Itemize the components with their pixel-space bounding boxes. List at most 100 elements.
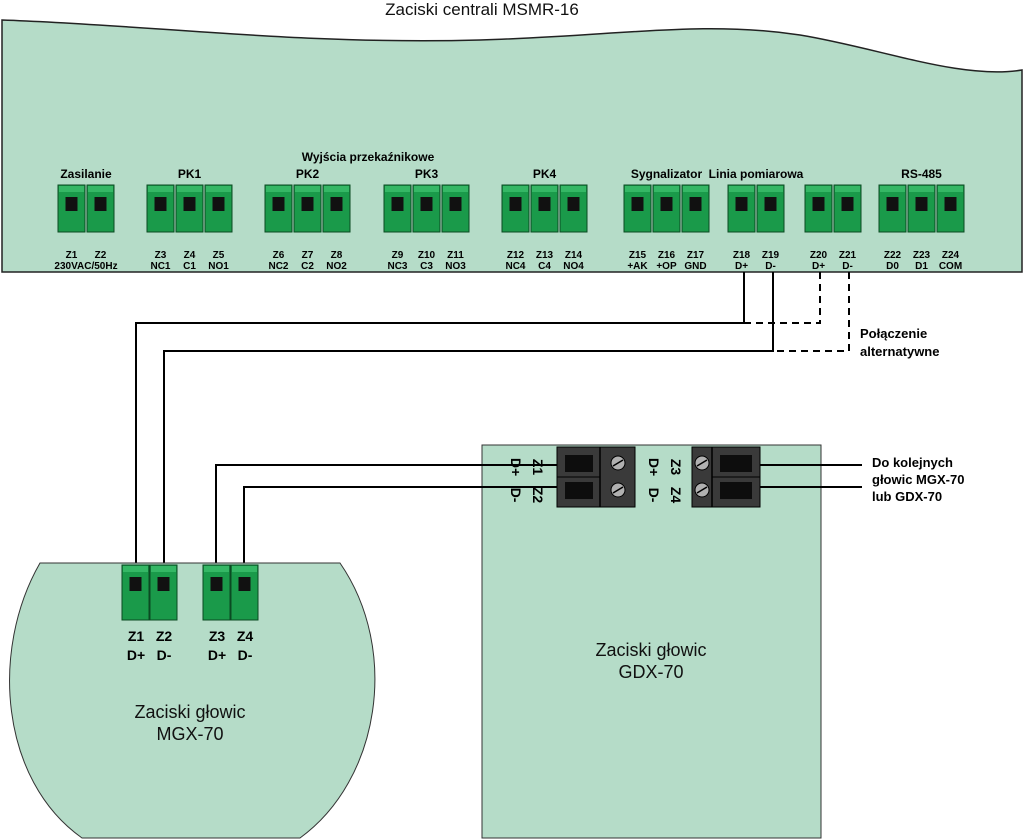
wire-gdx-dplus <box>215 464 560 568</box>
terminal-signal-z21: D- <box>842 261 853 272</box>
wire-main-dplus <box>135 272 745 568</box>
terminal-number-z11: Z11 <box>447 250 464 261</box>
terminal-signal-z3: NC1 <box>150 261 170 272</box>
gdx-label-dminus: D- <box>508 488 524 503</box>
gdx-label-z4: Z4 <box>668 487 684 504</box>
gdx-title-1: Zaciski głowic <box>595 640 706 660</box>
gdx-label-z1: Z1 <box>530 459 546 476</box>
terminal-signal-z12: NC4 <box>505 261 525 272</box>
terminal-number-z1: Z1 <box>66 250 78 261</box>
terminal-number-z6: Z6 <box>273 250 285 261</box>
terminal-number-z8: Z8 <box>331 250 343 261</box>
mgx-terminal-number-z4: Z4 <box>237 628 254 644</box>
group-label-2: PK2 <box>296 167 320 181</box>
terminal-signal-z9: NC3 <box>387 261 407 272</box>
mgx-title-2: MGX-70 <box>156 724 223 744</box>
terminal-number-z10: Z10 <box>418 250 436 261</box>
gdx-label-dplus: D+ <box>508 458 524 476</box>
mgx-terminal-z3 <box>202 564 231 621</box>
alt-connection-label-2: alternatywne <box>860 344 939 359</box>
next-heads-label-3: lub GDX-70 <box>872 489 942 504</box>
gdx-label-z2: Z2 <box>530 487 546 504</box>
mgx-terminal-z4 <box>230 564 259 621</box>
terminal-signal-z10: C3 <box>420 261 433 272</box>
group-label-1: PK1 <box>178 167 202 181</box>
relay-section-label: Wyjścia przekaźnikowe <box>302 150 435 164</box>
terminal-number-z15: Z15 <box>629 250 647 261</box>
main-wires <box>135 272 774 568</box>
terminal-number-z19: Z19 <box>762 250 780 261</box>
mgx-terminals: Z1D+Z2D-Z3D+Z4D- <box>121 564 259 663</box>
terminal-z15 <box>623 184 652 233</box>
terminal-z5 <box>204 184 233 233</box>
msmr-panel <box>1 19 1023 273</box>
alt-wires <box>744 272 850 352</box>
terminal-number-z16: Z16 <box>658 250 676 261</box>
terminal-z7 <box>293 184 322 233</box>
terminal-number-z24: Z24 <box>942 250 960 261</box>
next-heads-label-2: głowic MGX-70 <box>872 472 964 487</box>
terminal-signal-z18: D+ <box>735 261 748 272</box>
group-label-0: Zasilanie <box>60 167 112 181</box>
mgx-terminal-number-z1: Z1 <box>128 628 145 644</box>
group-label-3: PK3 <box>415 167 439 181</box>
terminal-number-z21: Z21 <box>839 250 857 261</box>
terminal-number-z9: Z9 <box>392 250 404 261</box>
terminal-z22 <box>878 184 907 233</box>
terminal-z13 <box>530 184 559 233</box>
terminal-z11 <box>441 184 470 233</box>
mgx-title-1: Zaciski głowic <box>134 702 245 722</box>
terminal-signal-z15: +AK <box>627 261 648 272</box>
alt-connection-label-1: Połączenie <box>860 326 927 341</box>
mgx-panel <box>9 562 376 839</box>
terminal-z3 <box>146 184 175 233</box>
group-signal-0: 230VAC/50Hz <box>54 261 117 272</box>
terminal-signal-z20: D+ <box>812 261 825 272</box>
terminal-z9 <box>383 184 412 233</box>
mgx-terminal-z1 <box>121 564 150 621</box>
gdx-label-z3: Z3 <box>668 459 684 476</box>
wire-alt-dminus <box>773 272 850 352</box>
terminal-signal-z19: D- <box>765 261 776 272</box>
terminal-z19 <box>756 184 785 233</box>
terminal-number-z18: Z18 <box>733 250 751 261</box>
group-label-8: RS-485 <box>901 167 942 181</box>
terminal-signal-z8: NO2 <box>326 261 347 272</box>
mgx-terminal-number-z3: Z3 <box>209 628 226 644</box>
terminal-number-z23: Z23 <box>913 250 931 261</box>
terminal-number-z2: Z2 <box>95 250 107 261</box>
terminal-signal-z13: C4 <box>538 261 551 272</box>
terminal-signal-z16: +OP <box>656 261 677 272</box>
terminal-number-z3: Z3 <box>155 250 167 261</box>
mgx-terminal-signal-z2: D- <box>157 647 172 663</box>
gdx-panel <box>481 444 822 839</box>
terminal-z23 <box>907 184 936 233</box>
mgx-gdx-wires <box>215 464 560 568</box>
terminal-number-z5: Z5 <box>213 250 225 261</box>
terminal-number-z20: Z20 <box>810 250 828 261</box>
terminal-z1 <box>57 184 86 233</box>
gdx-label-dplus-2: D+ <box>646 458 662 476</box>
terminal-z8 <box>322 184 351 233</box>
terminal-signal-z23: D1 <box>915 261 928 272</box>
terminal-signal-z24: COM <box>939 261 962 272</box>
group-label-4: PK4 <box>533 167 557 181</box>
panel-title: Zaciski centrali MSMR-16 <box>385 0 579 19</box>
terminal-number-z22: Z22 <box>884 250 902 261</box>
terminal-z6 <box>264 184 293 233</box>
gdx-title-2: GDX-70 <box>618 662 683 682</box>
terminal-z16 <box>652 184 681 233</box>
terminal-number-z7: Z7 <box>302 250 314 261</box>
group-label-5: Sygnalizator <box>631 167 703 181</box>
terminal-signal-z6: NC2 <box>268 261 288 272</box>
mgx-terminal-signal-z1: D+ <box>127 647 145 663</box>
terminal-number-z13: Z13 <box>536 250 554 261</box>
terminal-signal-z14: NO4 <box>563 261 584 272</box>
terminal-z14 <box>559 184 588 233</box>
terminal-signal-z11: NO3 <box>445 261 466 272</box>
terminal-z10 <box>412 184 441 233</box>
mgx-terminal-z2 <box>149 564 178 621</box>
terminal-number-z17: Z17 <box>687 250 705 261</box>
terminal-z18 <box>727 184 756 233</box>
